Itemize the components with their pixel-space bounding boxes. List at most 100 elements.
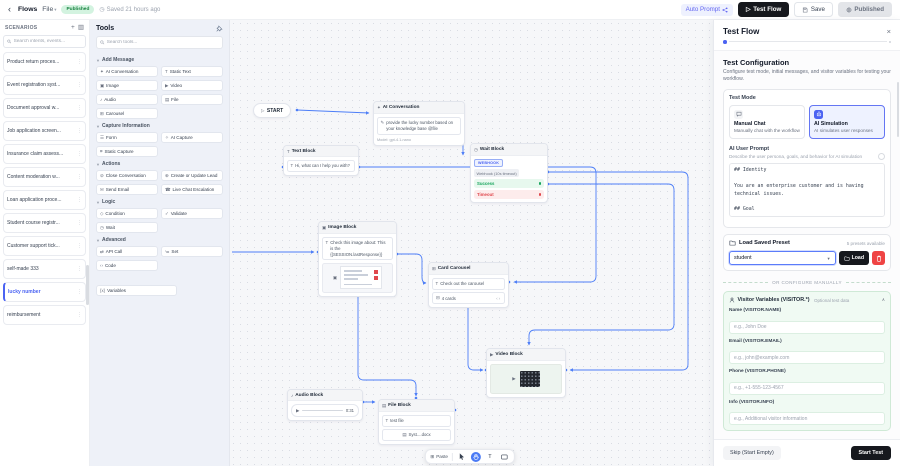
close-icon[interactable]: × [886, 26, 891, 36]
tool-chip[interactable]: ⊞Carousel [96, 108, 158, 119]
field-input[interactable] [729, 412, 885, 426]
tool-chip[interactable]: ‹›Code [96, 260, 158, 271]
panel-scrollbar[interactable] [896, 82, 899, 137]
tool-chip[interactable]: ⇄API Call [96, 246, 158, 257]
tool-chip[interactable]: ▣Image [96, 80, 158, 91]
prev-card-icon[interactable]: ‹ [496, 295, 499, 301]
section-header[interactable]: ▼Actions [96, 161, 121, 167]
tool-chip[interactable]: ≔Set [161, 246, 223, 257]
generate-icon[interactable] [878, 153, 885, 161]
tool-chip[interactable]: ✧AI Capture [161, 132, 223, 143]
scenario-list-item[interactable]: reimbursement ⋮ [3, 304, 86, 325]
ai-prompt-textarea[interactable]: ## Identity You are an enterprise custom… [729, 163, 885, 218]
tool-chip[interactable]: ✉Send Email [96, 184, 158, 195]
ai-simulation-option[interactable]: AI Simulation AI simulates user response… [809, 104, 885, 140]
more-options-icon[interactable]: ⋮ [77, 150, 82, 157]
scenario-search-input[interactable] [13, 38, 82, 44]
skip-button[interactable]: Skip (Start Empty) [723, 446, 781, 460]
section-header[interactable]: ▼Capture Information [96, 123, 150, 129]
scenario-list-item[interactable]: Insurance claim assess... ⋮ [3, 143, 86, 164]
node-start[interactable]: ▷ START [253, 103, 292, 118]
audio-progress[interactable] [302, 410, 343, 411]
chevron-up-icon[interactable]: ∧ [881, 297, 885, 303]
scenario-list-item[interactable]: self-made 333 ⋮ [3, 258, 86, 279]
scenario-list-item[interactable]: Content moderation w... ⋮ [3, 166, 86, 187]
tool-chip[interactable]: ☎Live Chat Escalation [161, 184, 223, 195]
more-options-icon[interactable]: ⋮ [77, 104, 82, 111]
auto-prompt-button[interactable]: Auto Prompt [680, 3, 733, 16]
tool-chip[interactable]: ✦AI Conversation [96, 66, 158, 77]
scenario-list-item[interactable]: Loan application proce... ⋮ [3, 189, 86, 210]
field-input[interactable] [729, 351, 885, 365]
start-test-button[interactable]: Start Test [850, 446, 891, 460]
more-options-icon[interactable]: ⋮ [77, 311, 82, 318]
audio-player[interactable]: ▶ 0:31 [291, 404, 359, 417]
scenario-list-item[interactable]: Customer support tick... ⋮ [3, 235, 86, 256]
tool-chip[interactable]: ⊘Close Conversation [96, 170, 158, 181]
more-options-icon[interactable]: ⋮ [77, 127, 82, 134]
tool-chip[interactable]: ☰Form [96, 132, 158, 143]
back-icon[interactable]: ‹ [8, 4, 11, 14]
scenario-list-item[interactable]: Product return proces... ⋮ [3, 51, 86, 72]
tool-chip[interactable]: ⊕Create or Update Lead [161, 170, 223, 181]
scenario-list-item[interactable]: lucky number ⋮ [3, 281, 86, 302]
next-card-icon[interactable]: › [498, 295, 501, 301]
hand-tool[interactable] [470, 451, 481, 462]
delete-preset-button[interactable] [872, 251, 885, 266]
more-options-icon[interactable]: ⋮ [77, 242, 82, 249]
section-header[interactable]: ▼Advanced [96, 237, 126, 243]
wait-success-port[interactable]: Success [474, 179, 544, 188]
pin-icon[interactable] [216, 25, 223, 32]
manual-chat-option[interactable]: Manual Chat Manually chat with the workf… [729, 104, 805, 140]
tool-chip[interactable]: ▤File [161, 94, 223, 105]
more-options-icon[interactable]: ⋮ [77, 288, 82, 295]
paste-button[interactable]: ⊞Paste [430, 453, 448, 460]
flow-canvas[interactable]: ▷ START ✦AI Conversation ✎provide the lu… [230, 20, 713, 466]
tool-chip[interactable]: ◷Wait [96, 222, 158, 233]
more-options-icon[interactable]: ⋮ [77, 196, 82, 203]
sidebar-scrollbar[interactable] [86, 265, 89, 305]
save-button[interactable]: Save [794, 2, 833, 17]
more-options-icon[interactable]: ⋮ [77, 81, 82, 88]
more-options-icon[interactable]: ⋮ [77, 58, 82, 65]
tool-chip[interactable]: ✓Validate [161, 208, 223, 219]
tool-chip[interactable]: ▶Video [161, 80, 223, 91]
node-video-block[interactable]: ▶Video Block ▶ [486, 348, 566, 398]
section-header[interactable]: ▼Add Message [96, 57, 135, 63]
more-options-icon[interactable]: ⋮ [77, 265, 82, 272]
add-scenario-button[interactable]: + [71, 24, 75, 31]
preset-select[interactable]: student▼ [729, 251, 836, 266]
field-input[interactable] [729, 381, 885, 395]
section-header[interactable]: ▼Logic [96, 199, 116, 205]
more-options-icon[interactable]: ⋮ [77, 219, 82, 226]
file-menu[interactable]: File▾ [42, 6, 57, 13]
load-preset-button[interactable]: Load [838, 251, 869, 266]
flows-menu[interactable]: Flows [18, 6, 38, 13]
published-button[interactable]: Published [837, 2, 892, 17]
cursor-tool[interactable] [457, 452, 467, 462]
tool-chip[interactable]: ♪Audio [96, 94, 158, 105]
tool-chip[interactable]: ◇Condition [96, 208, 158, 219]
test-flow-button[interactable]: ▷Test Flow [737, 2, 790, 17]
more-options-icon[interactable]: ⋮ [77, 173, 82, 180]
text-tool[interactable]: T [488, 453, 492, 460]
variables-button[interactable]: {x}Variables [96, 285, 178, 296]
tools-search-input[interactable] [106, 40, 219, 45]
play-icon[interactable]: ▶ [296, 407, 300, 413]
field-input[interactable] [729, 320, 885, 334]
panel-toggle-icon[interactable]: ▥ [77, 24, 84, 31]
scenario-list-item[interactable]: Document approval w... ⋮ [3, 97, 86, 118]
node-ai-conversation[interactable]: ✦AI Conversation ✎provide the lucky numb… [373, 101, 465, 146]
frame-tool[interactable] [499, 452, 509, 462]
node-audio-block[interactable]: ♪Audio Block ▶ 0:31 [287, 389, 363, 421]
node-wait-block[interactable]: ◷Wait Block WEBHOOK Webhook (10s timeout… [470, 143, 548, 203]
scenario-list-item[interactable]: Event registration syst... ⋮ [3, 74, 86, 95]
tool-chip[interactable]: ⌗Static Capture [96, 146, 158, 157]
scenario-list-item[interactable]: Job application screen... ⋮ [3, 120, 86, 141]
scenario-list-item[interactable]: Student course registr... ⋮ [3, 212, 86, 233]
